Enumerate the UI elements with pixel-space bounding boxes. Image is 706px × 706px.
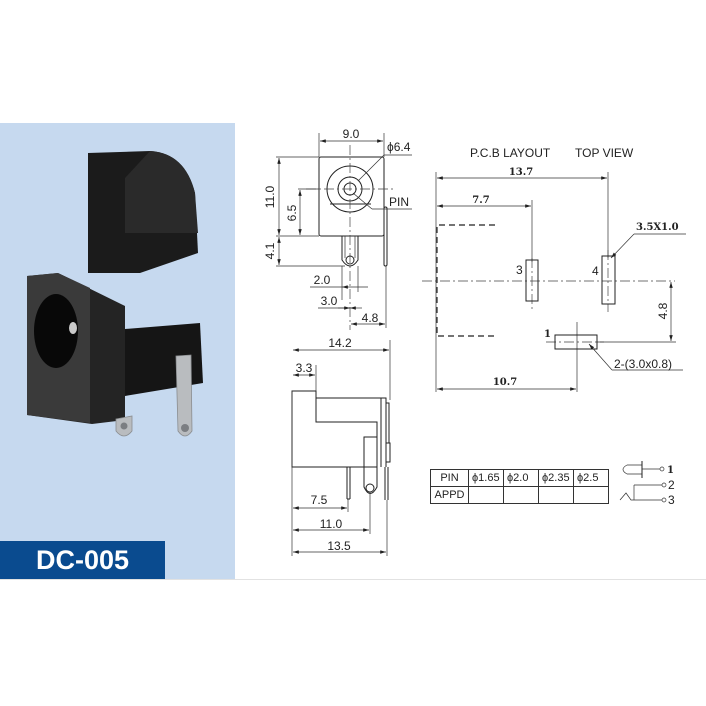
dim-pin-offset: 3.0	[321, 294, 338, 308]
divider	[0, 579, 706, 580]
dim-pad1: 10.7	[493, 377, 517, 388]
pad-4	[601, 255, 616, 305]
dim-side-pin-offset: 4.8	[362, 311, 379, 325]
pad-size-large: 3.5X1.0	[636, 222, 679, 233]
dim-pin-length: 4.1	[263, 242, 277, 259]
dim-front-step: 3.3	[296, 361, 313, 375]
model-label: DC-005	[0, 541, 165, 579]
dim-total: 13.7	[509, 167, 533, 178]
pad-3-label: 3	[516, 263, 523, 277]
dim-diameter: ϕ6.4	[387, 140, 411, 154]
pin-col-2: ϕ2.0	[503, 469, 539, 487]
pcb-subtitle: TOP VIEW	[575, 146, 634, 160]
dim-center-height: 6.5	[285, 204, 299, 221]
dim-pad3: 7.7	[472, 195, 489, 206]
pin-label: PIN	[389, 195, 409, 209]
appd-cell-1	[468, 486, 504, 504]
pin-header: PIN	[430, 469, 469, 487]
pad-4-label: 4	[592, 264, 599, 278]
dim-pin-a: 7.5	[311, 493, 328, 507]
dim-vertical: 4.8	[656, 302, 670, 319]
terminal-2: 2	[668, 478, 675, 492]
table-row: PIN ϕ1.65 ϕ2.0 ϕ2.35 ϕ2.5	[430, 469, 609, 487]
front-view: 9.0 ϕ6.4 PIN 11.0 6.5 4.1 2.0 3.0 4.8	[263, 127, 412, 330]
pin-col-3: ϕ2.35	[538, 469, 574, 487]
dc-jack-photo	[27, 151, 203, 437]
dim-pin-width: 2.0	[314, 273, 331, 287]
schematic-symbol: 1 2 3	[619, 461, 675, 507]
side-view: 14.2 3.3 7.5 11.0 13.5	[291, 336, 391, 556]
pad-1	[554, 334, 598, 350]
pcb-title: P.C.B LAYOUT	[470, 146, 551, 160]
appd-cell-2	[503, 486, 539, 504]
pad-3	[525, 259, 539, 302]
dim-pin-c: 13.5	[327, 539, 351, 553]
dim-height: 11.0	[263, 185, 277, 208]
product-photo-panel	[0, 123, 235, 579]
table-row: APPD	[430, 486, 609, 504]
appd-header: APPD	[430, 486, 469, 504]
dim-pin-b: 11.0	[320, 517, 343, 531]
terminal-1: 1	[667, 465, 674, 476]
appd-cell-3	[538, 486, 574, 504]
terminal-3: 3	[668, 493, 675, 507]
pin-col-4: ϕ2.5	[573, 469, 609, 487]
pcb-layout: P.C.B LAYOUT TOP VIEW 13.7 7.7 3 4 1 3.5…	[422, 146, 686, 392]
dim-overall-length: 14.2	[328, 336, 352, 350]
pin-col-1: ϕ1.65	[468, 469, 504, 487]
pad-size-small: 2-(3.0x0.8)	[614, 357, 672, 371]
dim-width: 9.0	[343, 127, 360, 141]
pin-table: PIN ϕ1.65 ϕ2.0 ϕ2.35 ϕ2.5 APPD	[430, 469, 609, 504]
pad-1-label: 1	[544, 329, 551, 340]
appd-cell-4	[573, 486, 609, 504]
